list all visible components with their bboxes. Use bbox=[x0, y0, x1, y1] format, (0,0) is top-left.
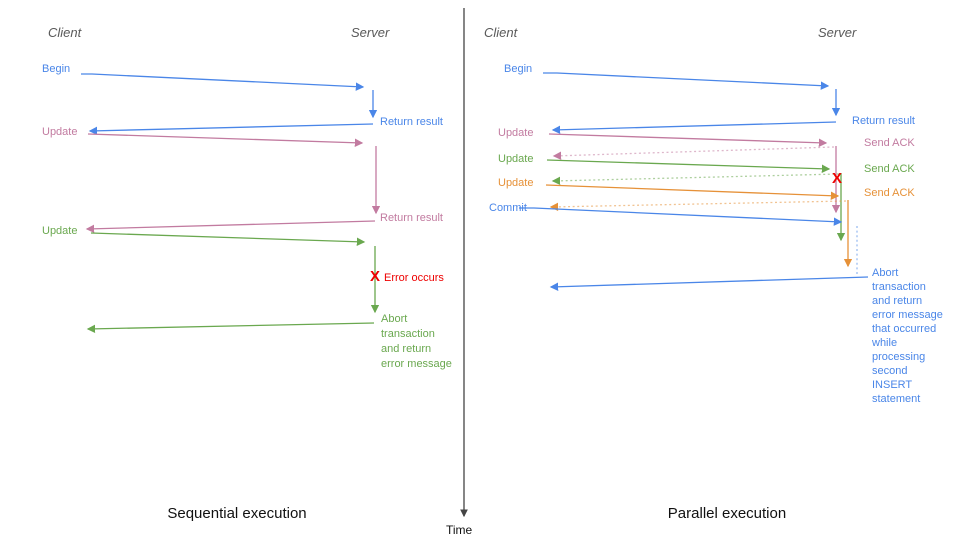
return-result-arrow bbox=[88, 123, 374, 136]
abort-note-line: statement bbox=[872, 393, 921, 405]
right-update1-label: Update bbox=[498, 127, 534, 139]
abort-note-line: error message bbox=[872, 309, 943, 321]
abort-note-line: transaction bbox=[381, 328, 435, 340]
update3-request-arrow bbox=[545, 184, 840, 200]
abort-note-line: Abort bbox=[872, 267, 899, 279]
abort-note-line: error message bbox=[381, 358, 452, 370]
right-send-ack1-label: Send ACK bbox=[864, 137, 915, 149]
update2-request-arrow bbox=[90, 232, 366, 246]
abort-note-line: that occurred bbox=[872, 323, 937, 335]
update1-request-arrow bbox=[548, 133, 828, 147]
right-abort-note: Abort transaction and return error messa… bbox=[872, 266, 943, 406]
right-client-label: Client bbox=[484, 25, 518, 40]
left-update1-label: Update bbox=[42, 126, 78, 138]
abort-note-line: transaction bbox=[872, 281, 926, 293]
begin-request-arrow bbox=[81, 73, 365, 91]
abort-note-line: INSERT bbox=[872, 379, 913, 391]
begin-request-arrow bbox=[543, 72, 830, 90]
return-result-arrow bbox=[551, 121, 837, 135]
update2-request-arrow bbox=[546, 159, 831, 173]
send-ack1-arrow bbox=[552, 146, 835, 160]
right-begin-label: Begin bbox=[504, 63, 533, 75]
left-server-label: Server bbox=[351, 25, 390, 40]
left-abort-note: Abort transaction and return error messa… bbox=[381, 312, 452, 372]
left-return-result2-label: Return result bbox=[380, 212, 443, 224]
abort-return-arrow bbox=[86, 322, 375, 334]
right-update2-label: Update bbox=[498, 153, 534, 165]
right-send-ack3-label: Send ACK bbox=[864, 187, 915, 199]
abort-note-line: second bbox=[872, 365, 908, 377]
abort-note-line: Abort bbox=[381, 313, 408, 325]
right-send-ack2-label: Send ACK bbox=[864, 163, 915, 175]
abort-note-line: and return bbox=[872, 295, 923, 307]
right-panel-arrows bbox=[519, 72, 869, 291]
right-error-x-icon: X bbox=[832, 170, 843, 187]
send-ack3-arrow bbox=[549, 200, 847, 212]
left-update2-label: Update bbox=[42, 225, 78, 237]
update1-request-arrow bbox=[87, 133, 364, 147]
abort-return-arrow bbox=[549, 276, 869, 291]
abort-note-line: while bbox=[872, 337, 898, 349]
commit-request-arrow bbox=[519, 207, 843, 226]
left-panel-arrows bbox=[81, 73, 381, 334]
abort-note-line: and return bbox=[381, 343, 432, 355]
return-result2-arrow bbox=[85, 220, 376, 234]
left-client-label: Client bbox=[48, 25, 82, 40]
abort-note-line: processing bbox=[872, 351, 926, 363]
right-panel-title: Parallel execution bbox=[667, 505, 787, 522]
left-panel-title: Sequential execution bbox=[167, 505, 307, 522]
left-return-result1-label: Return result bbox=[380, 116, 443, 128]
right-update3-label: Update bbox=[498, 177, 534, 189]
left-error-x-icon: X bbox=[370, 268, 381, 285]
send-ack2-arrow bbox=[551, 173, 840, 186]
right-server-label: Server bbox=[818, 25, 857, 40]
left-begin-label: Begin bbox=[42, 63, 71, 75]
right-commit-label: Commit bbox=[489, 202, 527, 214]
left-error-label: Error occurs bbox=[384, 272, 444, 284]
time-axis-label: Time bbox=[446, 523, 473, 537]
right-return-result-label: Return result bbox=[852, 115, 915, 127]
